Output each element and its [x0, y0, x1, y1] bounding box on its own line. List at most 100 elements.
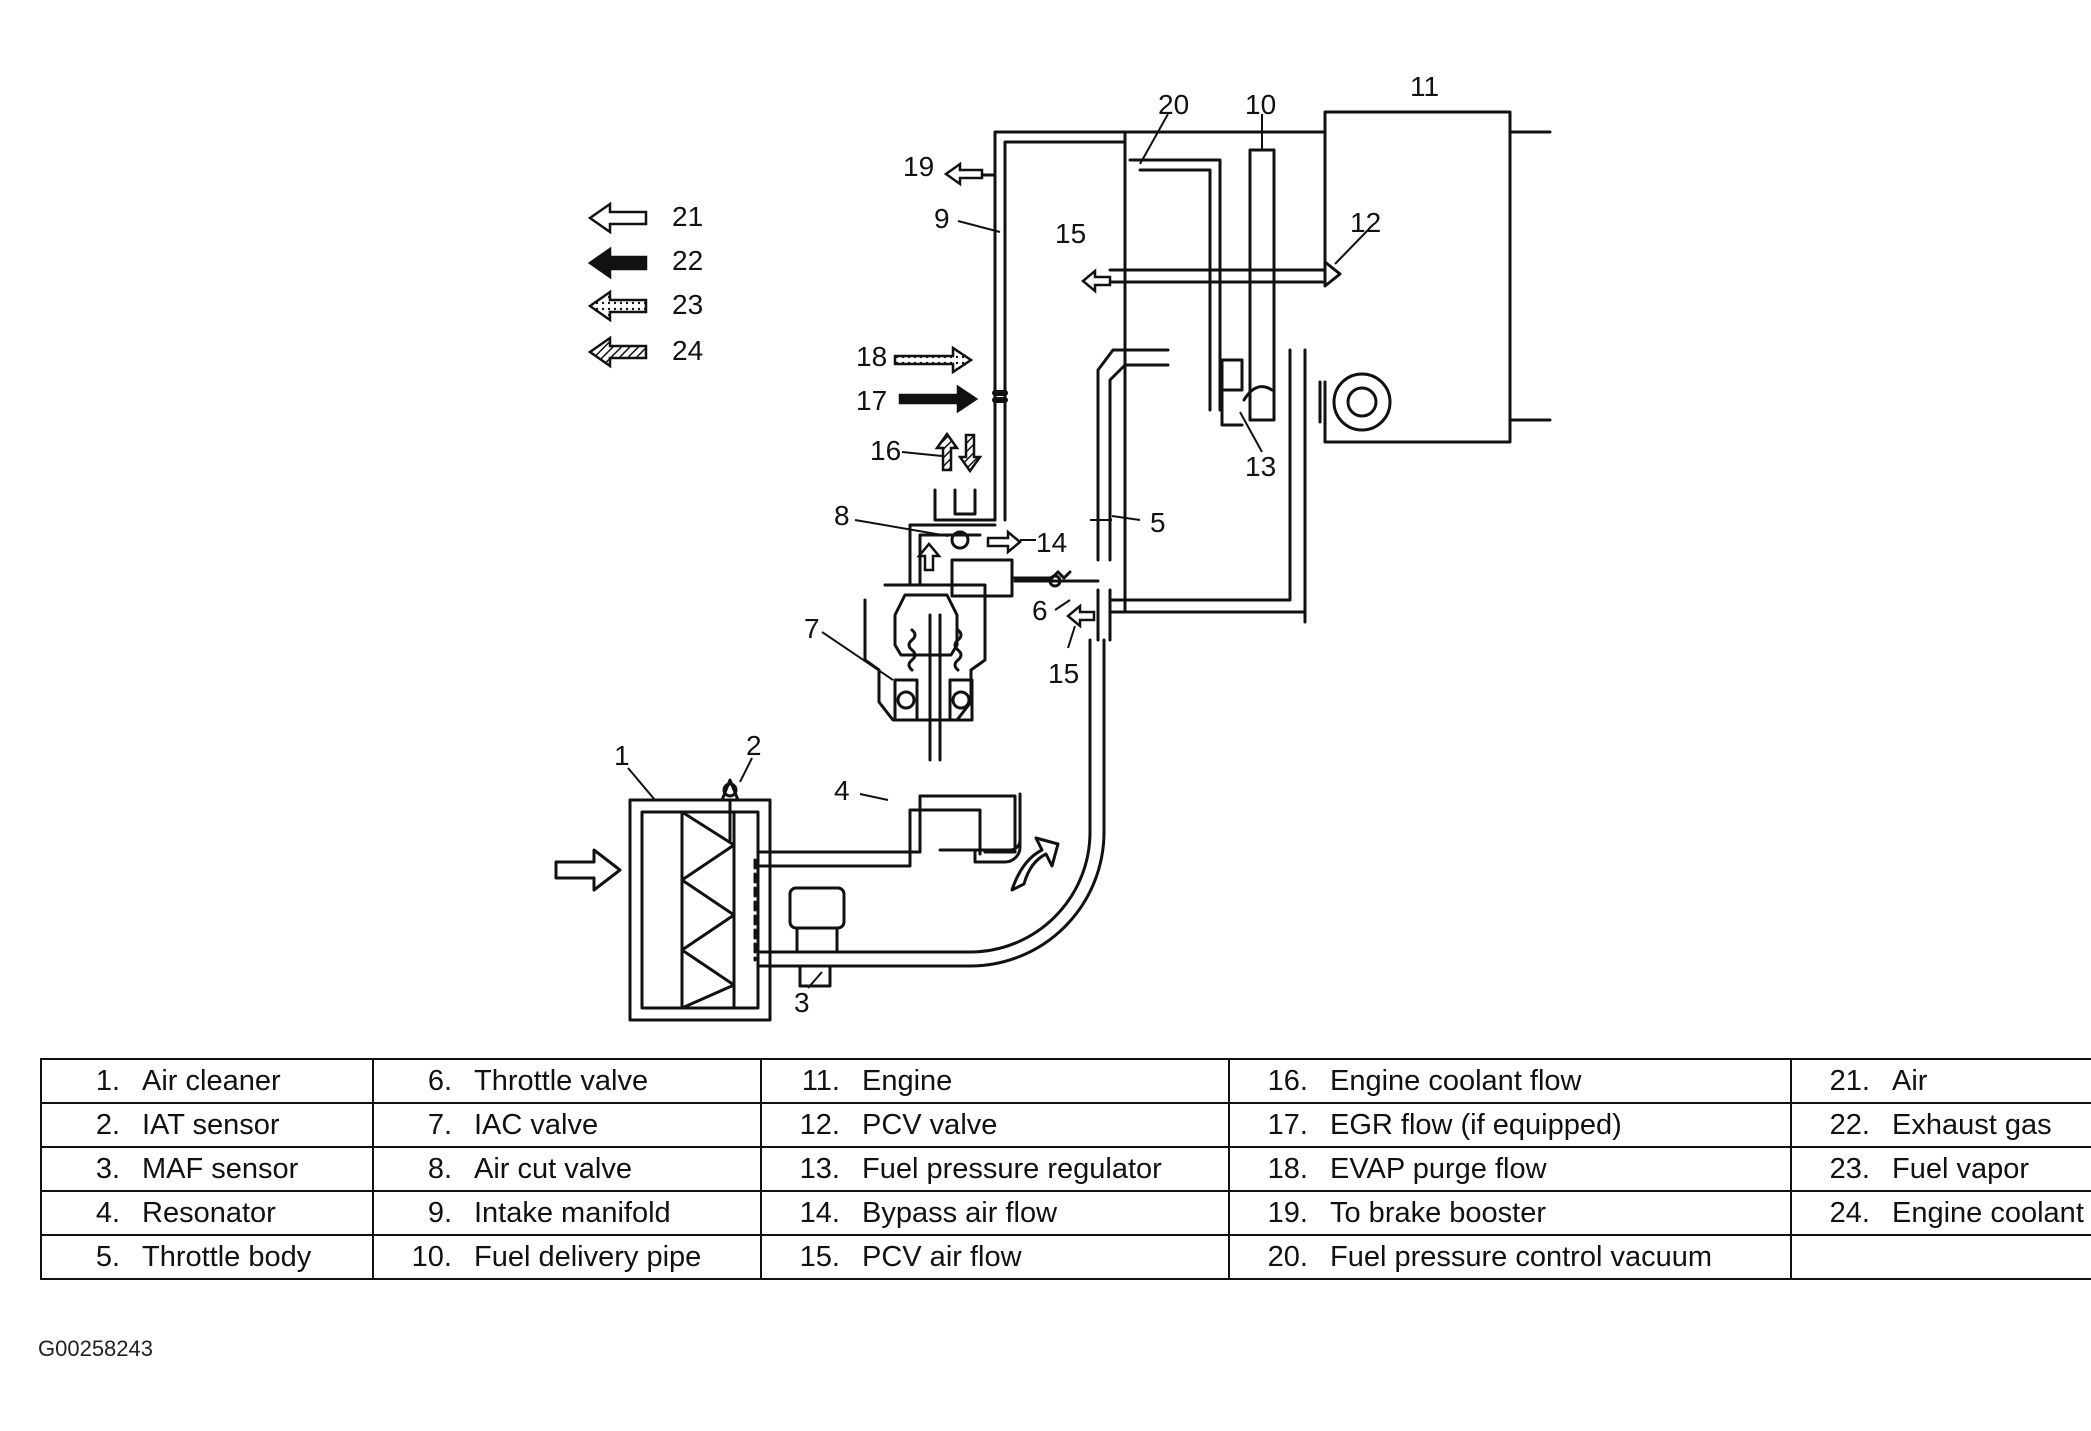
callout-8: 8	[834, 500, 850, 531]
callout-18: 18	[856, 341, 887, 372]
legend-cell: 19. To brake booster	[1228, 1190, 1792, 1236]
callout-12: 12	[1350, 207, 1381, 238]
callout-24: 24	[672, 335, 703, 366]
legend-label: Air cleaner	[142, 1064, 281, 1097]
legend-number: 19.	[1267, 1196, 1308, 1229]
callout-23: 23	[672, 289, 703, 320]
legend-cell: 10. Fuel delivery pipe	[372, 1234, 762, 1280]
legend-number: 22.	[1829, 1108, 1870, 1141]
resonator-drawing	[888, 792, 1022, 868]
legend-cell: 5. Throttle body	[40, 1234, 374, 1280]
intake-manifold-runner	[993, 130, 1127, 522]
legend-label: PCV valve	[862, 1108, 998, 1141]
legend-cell: 24. Engine coolant	[1790, 1190, 2091, 1236]
legend-label: IAC valve	[474, 1108, 599, 1141]
callout-15: 15	[1048, 658, 1079, 689]
legend-cell: 16.Engine coolant flow	[1228, 1058, 1792, 1104]
callout-2: 2	[746, 730, 762, 761]
legend-cell: 9. Intake manifold	[372, 1190, 762, 1236]
legend-cell: 7.IAC valve	[372, 1102, 762, 1148]
legend-number: 20.	[1267, 1240, 1308, 1273]
callout-4: 4	[834, 775, 850, 806]
legend-number: 9.	[427, 1196, 452, 1229]
bypass-flow-arrow	[986, 529, 1022, 555]
legend-label: Throttle body	[142, 1240, 312, 1273]
legend-label: To brake booster	[1330, 1196, 1547, 1229]
legend-label: PCV air flow	[862, 1240, 1022, 1273]
callout-3: 3	[794, 987, 810, 1018]
outlet-duct	[758, 850, 892, 968]
legend-number: 15.	[799, 1240, 840, 1273]
callout-20: 20	[1158, 89, 1189, 120]
air-arrow-icon	[587, 201, 648, 235]
engine-block-drawing	[1323, 110, 1512, 444]
legend-number: 21.	[1829, 1064, 1870, 1097]
intake-system-diagram: 1 2 3 4 5 6 7 8 9 10 11 12 13 14 15 15 1…	[554, 71, 1552, 1022]
flow-arrows	[893, 161, 1112, 629]
legend-label: Fuel delivery pipe	[474, 1240, 702, 1273]
legend-cell: 17.EGR flow (if equipped)	[1228, 1102, 1792, 1148]
legend-row: 4. Resonator 9. Intake manifold 14. Bypass ai…	[40, 1190, 2091, 1236]
egr-arrow	[898, 384, 979, 414]
legend-number: 4.	[95, 1196, 120, 1229]
legend-number: 8.	[427, 1152, 452, 1185]
legend-number: 18.	[1267, 1152, 1308, 1185]
callout-21: 21	[672, 201, 703, 232]
callout-11: 11	[1410, 71, 1439, 102]
legend-number: 12.	[799, 1108, 840, 1141]
legend-cell: 2.IAT sensor	[40, 1102, 374, 1148]
legend-label: Exhaust gas	[1892, 1108, 2052, 1141]
legend-number: 14.	[799, 1196, 840, 1229]
legend-label: IAT sensor	[142, 1108, 280, 1141]
legend-cell: 4. Resonator	[40, 1190, 374, 1236]
callout-9: 9	[934, 203, 950, 234]
callout-14: 14	[1036, 527, 1067, 558]
legend-label: Air	[1892, 1064, 1928, 1097]
air-cleaner-drawing	[628, 798, 772, 1022]
callout-15-upper: 15	[1055, 218, 1086, 249]
evap-arrow	[893, 345, 974, 375]
legend-number: 1.	[95, 1064, 120, 1097]
up-air-arrow	[916, 542, 942, 572]
legend-number: 24.	[1829, 1196, 1870, 1229]
legend-label: Intake manifold	[474, 1196, 671, 1229]
coolant-arrow-icon	[587, 335, 648, 369]
pcv-pipe	[1108, 268, 1327, 284]
legend-label: Air cut valve	[474, 1152, 632, 1185]
callout-13: 13	[1245, 451, 1276, 482]
legend-label: EVAP purge flow	[1330, 1152, 1547, 1185]
legend-number: 17.	[1267, 1108, 1308, 1141]
legend-cell: 14. Bypass air flow	[760, 1190, 1230, 1236]
legend-label: Engine coolant	[1892, 1196, 2084, 1229]
legend-row: 5. Throttle body 10. Fuel delivery pipe 15. P…	[40, 1234, 2091, 1280]
legend-number: 16.	[1267, 1064, 1308, 1097]
pcv-flow-arrow-lower	[1066, 603, 1096, 629]
figure-id: G00258243	[38, 1336, 153, 1361]
legend-label: Resonator	[142, 1196, 276, 1229]
legend-cell: 3.MAF sensor	[40, 1146, 374, 1192]
legend-number: 5.	[95, 1240, 120, 1273]
brake-booster-arrow	[943, 161, 984, 187]
throttle-body-drawing	[1013, 348, 1170, 642]
legend-cell: 1. Air cleaner	[40, 1058, 374, 1104]
legend-label: Fuel vapor	[1892, 1152, 2030, 1185]
legend-number: 11.	[801, 1064, 840, 1097]
intake-bend	[888, 638, 1106, 968]
legend-cell: 23.Fuel vapor	[1790, 1146, 2091, 1192]
legend-cell	[1790, 1234, 2091, 1280]
callout-7: 7	[804, 613, 820, 644]
legend-cell: 22. Exhaust gas	[1790, 1102, 2091, 1148]
legend-label: Engine	[862, 1064, 953, 1097]
legend-label: Bypass air flow	[862, 1196, 1058, 1229]
legend-cell: 20. Fuel pressure control vacuum	[1228, 1234, 1792, 1280]
maf-sensor-drawing	[788, 886, 846, 988]
legend-label: Fuel pressure control vacuum	[1330, 1240, 1712, 1273]
coolant-up-arrow	[934, 431, 960, 472]
legend-number: 10.	[411, 1240, 452, 1273]
legend-cell: 8. Air cut valve	[372, 1146, 762, 1192]
inlet-air-arrow	[554, 848, 622, 892]
